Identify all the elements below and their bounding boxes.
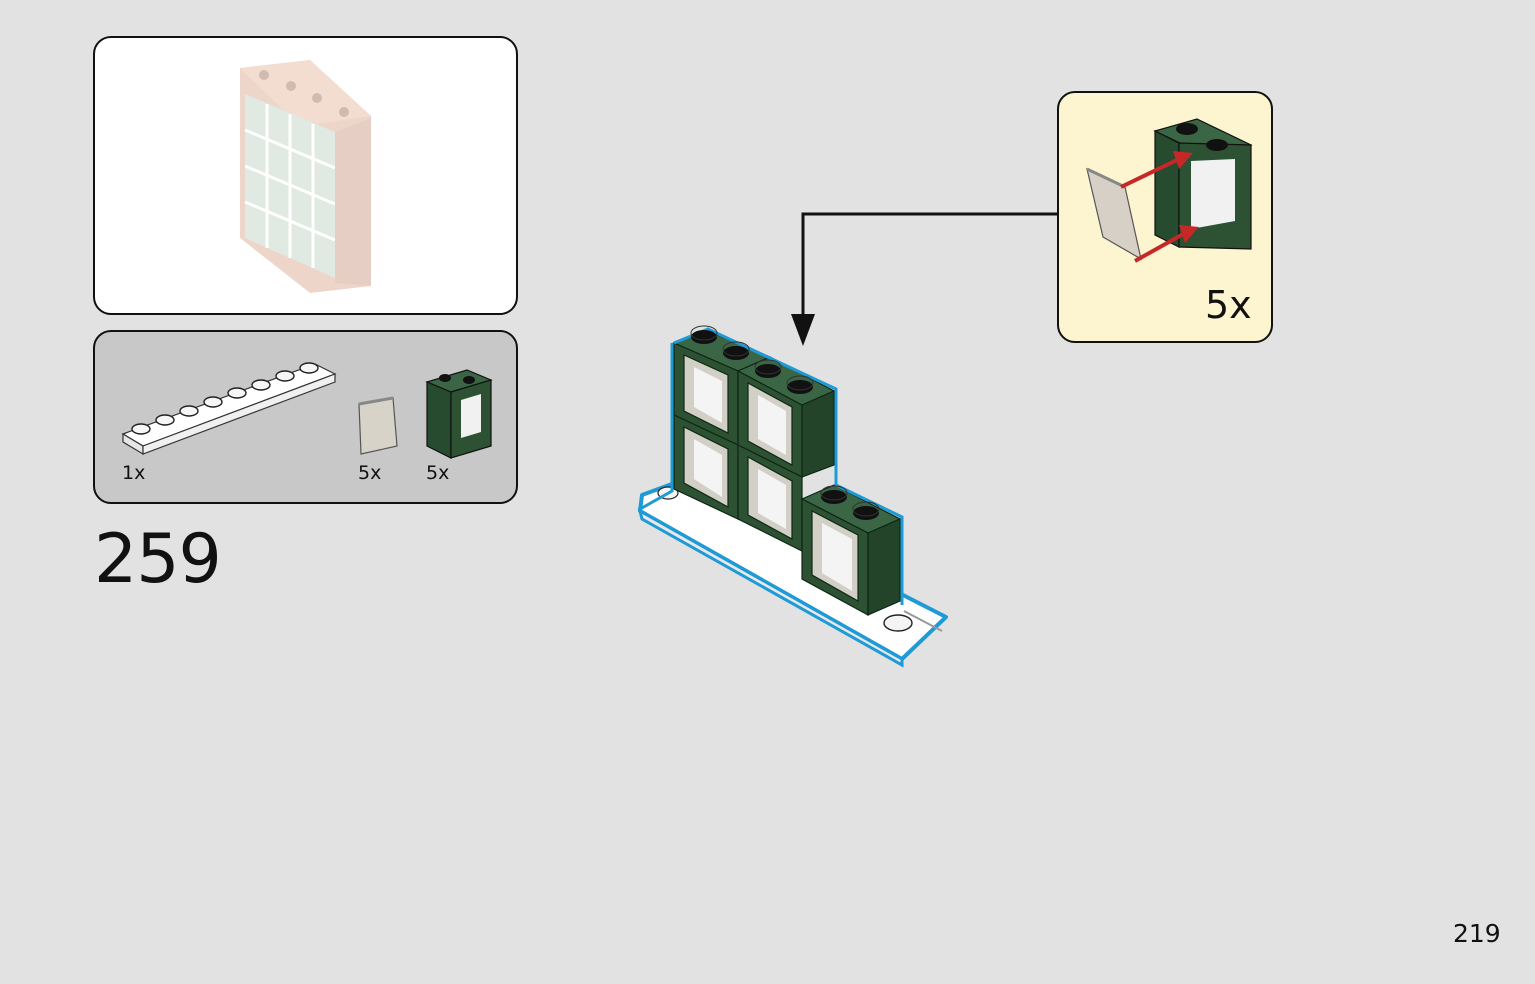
window-pane-part-image: [358, 396, 398, 455]
overview-building-image: [240, 60, 371, 293]
plate-rail-quantity: 1x: [122, 462, 146, 484]
window-pane-quantity: 5x: [358, 462, 382, 484]
step-number: 259: [94, 520, 222, 599]
overview-panel: [93, 36, 518, 315]
callout-pointer-arrow: [791, 212, 1059, 346]
window-frame-quantity: 5x: [426, 462, 450, 484]
window-frame-part-image: [425, 369, 493, 459]
page-number: 219: [1453, 919, 1501, 948]
main-assembly-image: [637, 325, 948, 668]
callout-panel: [1057, 91, 1273, 343]
callout-assembly-image: [1086, 118, 1253, 263]
callout-quantity: 5x: [1205, 283, 1252, 327]
plate-rail-part-image: [121, 362, 337, 456]
parts-list-panel: 1x 5x 5x: [93, 330, 518, 504]
